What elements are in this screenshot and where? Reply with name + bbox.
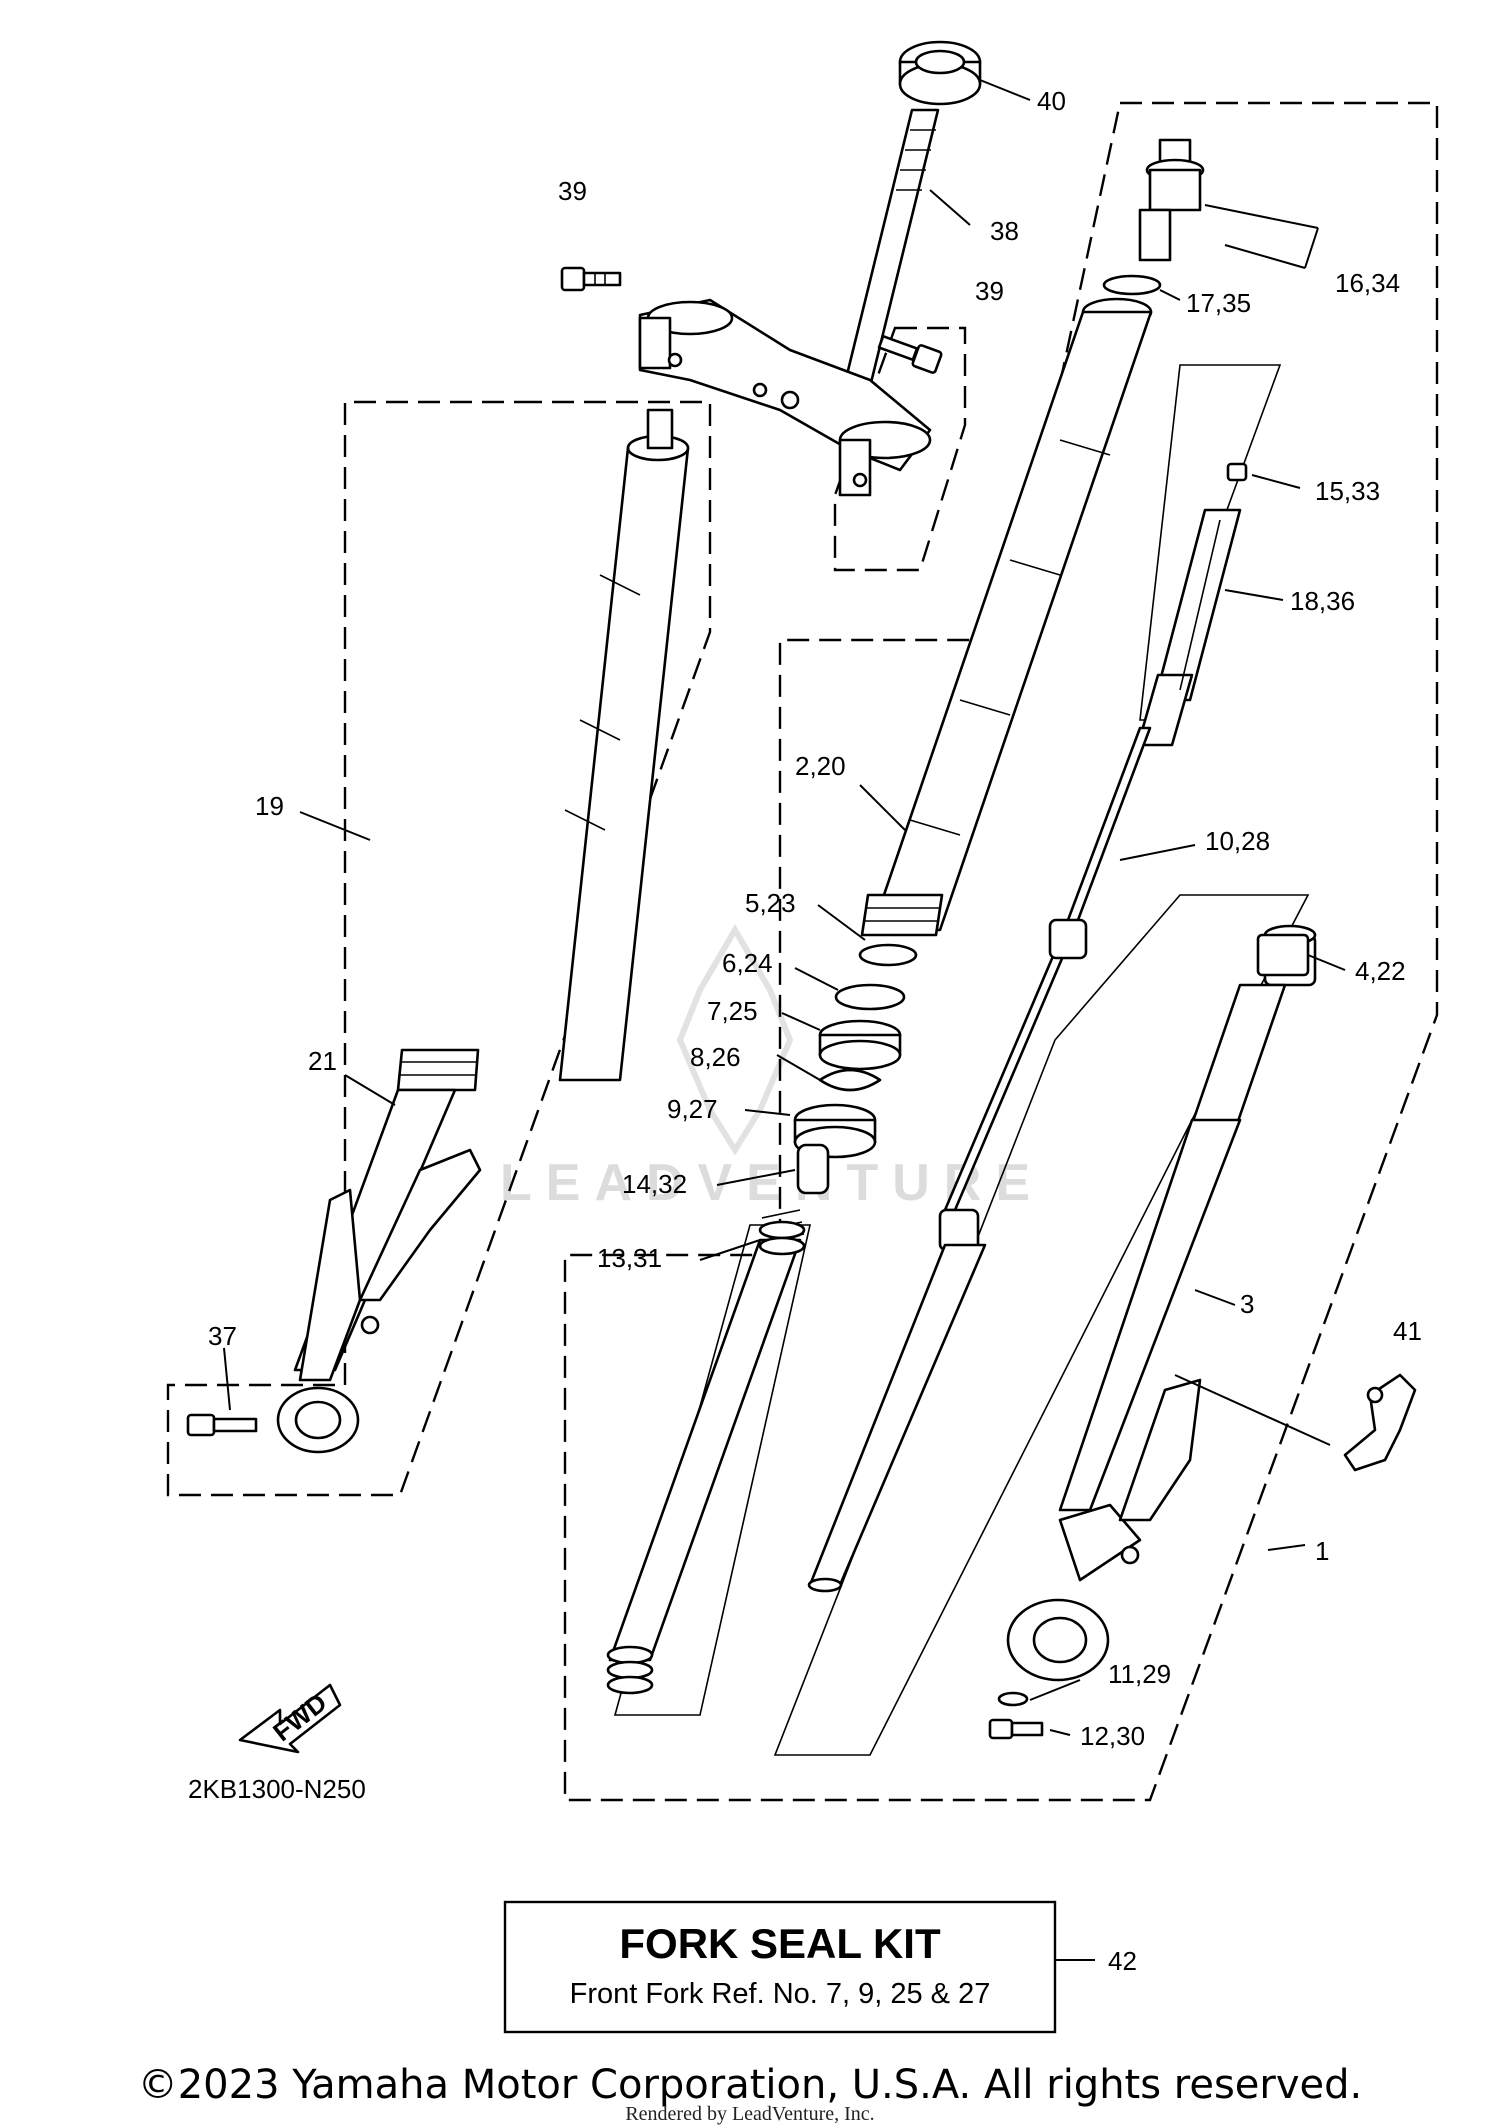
label-42: 42 — [1108, 1946, 1137, 1976]
leader-lines — [223, 79, 1346, 1961]
label-8-26: 8,26 — [690, 1042, 741, 1072]
diagram-code: 2KB1300-N250 — [188, 1774, 366, 1804]
collar-14-32 — [796, 1143, 830, 1195]
label-7-25: 7,25 — [707, 996, 758, 1026]
group-outline-19 — [166, 400, 712, 1497]
cap-bolt-16-34 — [1138, 138, 1205, 262]
label-17-35: 17,35 — [1186, 288, 1251, 318]
dust-seal-5-23 — [858, 943, 918, 967]
rendered-by: Rendered by LeadVenture, Inc. — [625, 2103, 874, 2125]
label-1: 1 — [1315, 1536, 1329, 1566]
group-outline-1 — [563, 101, 1439, 1802]
label-39: 39 — [975, 276, 1004, 306]
label-41: 41 — [1393, 1316, 1422, 1346]
stopper-ring-8-26 — [818, 1068, 882, 1092]
fwd-arrow-icon: FWD — [238, 1683, 342, 1754]
kit-title: FORK SEAL KIT — [619, 1920, 941, 1967]
bearing-40 — [898, 40, 982, 106]
fork-seal-kit-box: FORK SEAL KIT Front Fork Ref. No. 7, 9, … — [503, 1900, 1057, 2034]
label-4-22: 4,22 — [1355, 956, 1406, 986]
label-14-32: 14,32 — [622, 1169, 687, 1199]
spring-13-31 — [606, 1209, 806, 1695]
label-10-28: 10,28 — [1205, 826, 1270, 856]
label-19: 19 — [255, 791, 284, 821]
label-12-30: 12,30 — [1080, 1721, 1145, 1751]
nut-15-33 — [1226, 462, 1248, 482]
copyright-notice: ©2023 Yamaha Motor Corporation, U.S.A. A… — [138, 2062, 1363, 2108]
label-3: 3 — [1240, 1289, 1254, 1319]
label-37: 37 — [208, 1321, 237, 1351]
label-21: 21 — [308, 1046, 337, 1076]
label-18-36: 18,36 — [1290, 586, 1355, 616]
bracket-41 — [1343, 1373, 1417, 1472]
label-5-23: 5,23 — [745, 888, 796, 918]
label-2-20: 2,20 — [795, 751, 846, 781]
watermark-text: LEADVENTURE — [500, 1154, 1044, 1212]
seal-parts — [793, 943, 918, 1195]
watermark: LEADVENTURE — [500, 924, 1044, 1212]
spacer-18-36 — [1136, 508, 1242, 747]
part-labels: 40 39 38 39 16,34 17,35 15,33 18,36 19 2… — [188, 86, 1422, 1976]
kit-subtitle: Front Fork Ref. No. 7, 9, 25 & 27 — [570, 1978, 991, 2010]
bolt-39-right — [877, 334, 943, 374]
label-9-27: 9,27 — [667, 1094, 718, 1124]
bolt-39-left — [560, 266, 622, 292]
fork-assembly-19 — [276, 408, 690, 1454]
bolt-12-30 — [988, 1718, 1044, 1740]
under-bracket — [638, 298, 932, 497]
label-40: 40 — [1037, 86, 1066, 116]
group-outline-10 — [773, 894, 1310, 1756]
guide-bush-4-22 — [1256, 933, 1310, 977]
label-38: 38 — [990, 216, 1019, 246]
damper-rod-10-28 — [807, 726, 1152, 1593]
label-15-33: 15,33 — [1315, 476, 1380, 506]
label-6-24: 6,24 — [722, 948, 773, 978]
o-ring-17-35 — [1102, 274, 1162, 296]
outer-tube-3 — [1006, 924, 1317, 1682]
washer-11-29 — [997, 1691, 1029, 1707]
label-13-31: 13,31 — [597, 1243, 662, 1273]
label-16-34: 16,34 — [1335, 268, 1400, 298]
label-39: 39 — [558, 176, 587, 206]
bolt-37 — [186, 1413, 258, 1437]
group-outline-38 — [833, 326, 967, 572]
clip-6-24 — [834, 983, 906, 1011]
inner-tube-2-20 — [860, 297, 1153, 937]
label-11-29: 11,29 — [1108, 1659, 1171, 1689]
